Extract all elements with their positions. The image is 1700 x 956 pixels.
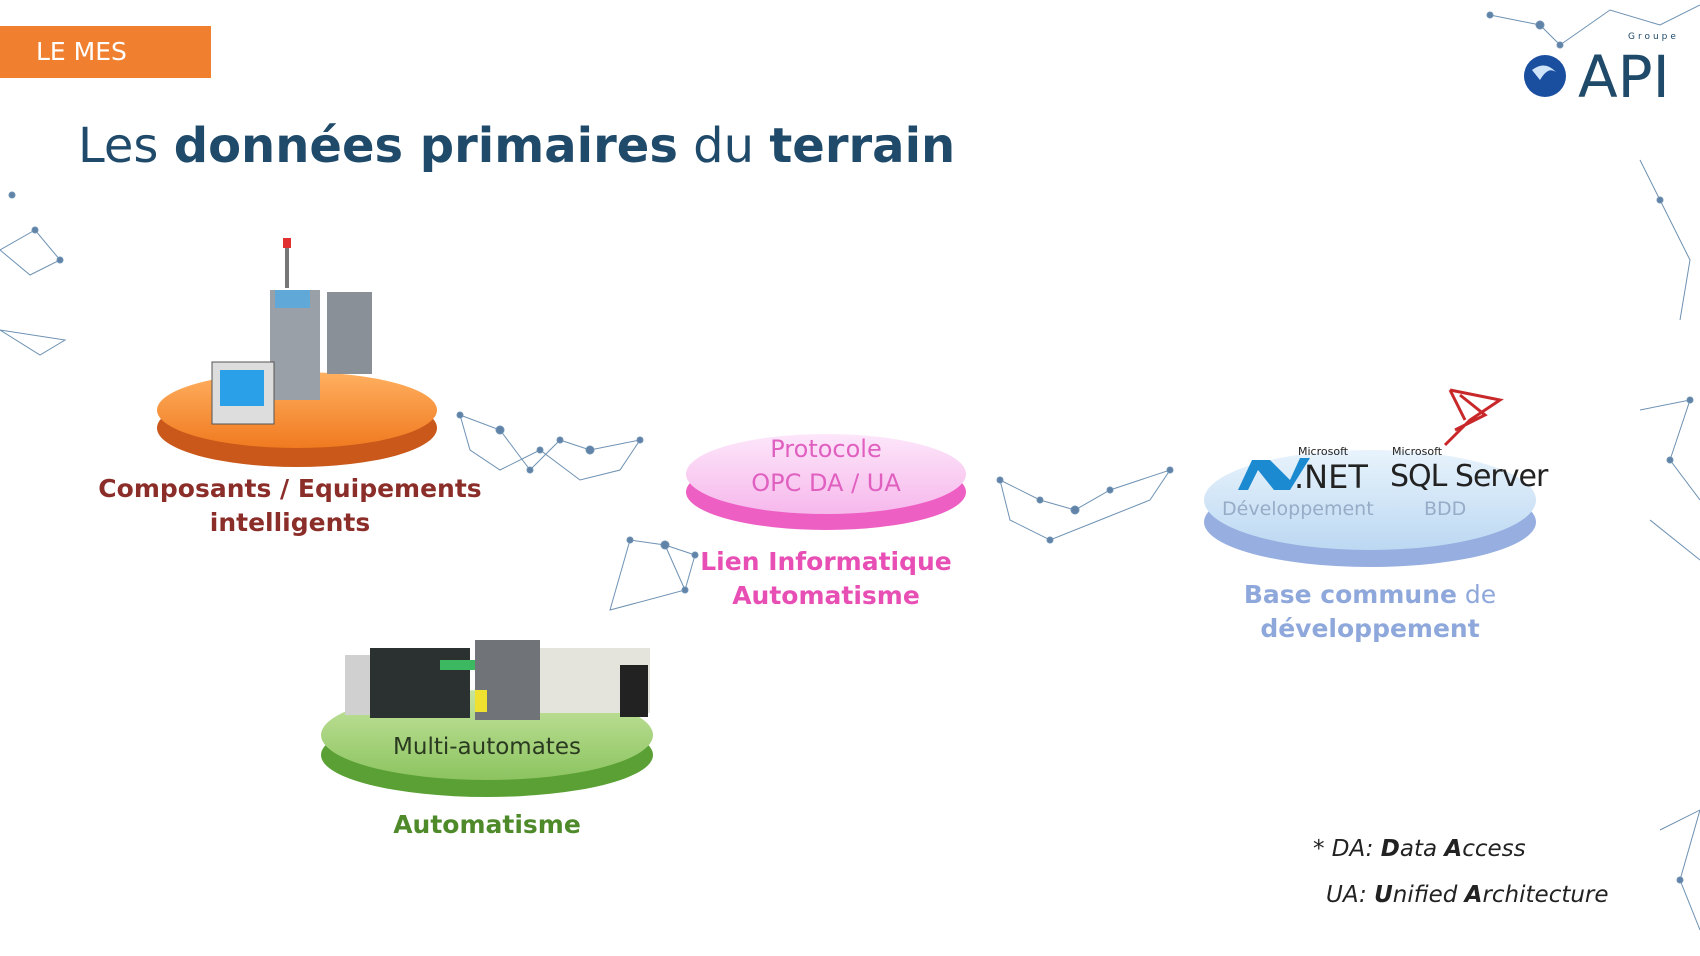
automation-disc-text: Multi-automates [393, 734, 581, 760]
sql-brand: Microsoft [1392, 445, 1443, 458]
dotnet-logo-icon [1238, 458, 1310, 490]
automation-platform [321, 640, 653, 797]
net-caption: Développement [1222, 498, 1374, 520]
database-platform [1204, 388, 1536, 567]
logo-api-text: API [1578, 43, 1670, 111]
footnote-da: * DA: Data Access [1313, 836, 1526, 862]
net-name: .NET [1294, 458, 1368, 496]
section-tag: LE MES [0, 26, 211, 78]
components-platform [157, 238, 437, 467]
net-brand: Microsoft [1298, 445, 1349, 458]
sql-caption: BDD [1424, 498, 1467, 520]
automation-label: Automatisme [393, 810, 581, 839]
protocol-platform [686, 434, 966, 530]
sql-name: SQL Server [1390, 459, 1548, 494]
logo-group-text: Groupe [1628, 32, 1679, 42]
page-title: Les données primaires du terrain [78, 118, 956, 174]
api-globe-icon [1524, 55, 1566, 97]
sql-server-logo-icon [1443, 388, 1504, 447]
footnote-ua: UA: Unified Architecture [1326, 882, 1609, 908]
